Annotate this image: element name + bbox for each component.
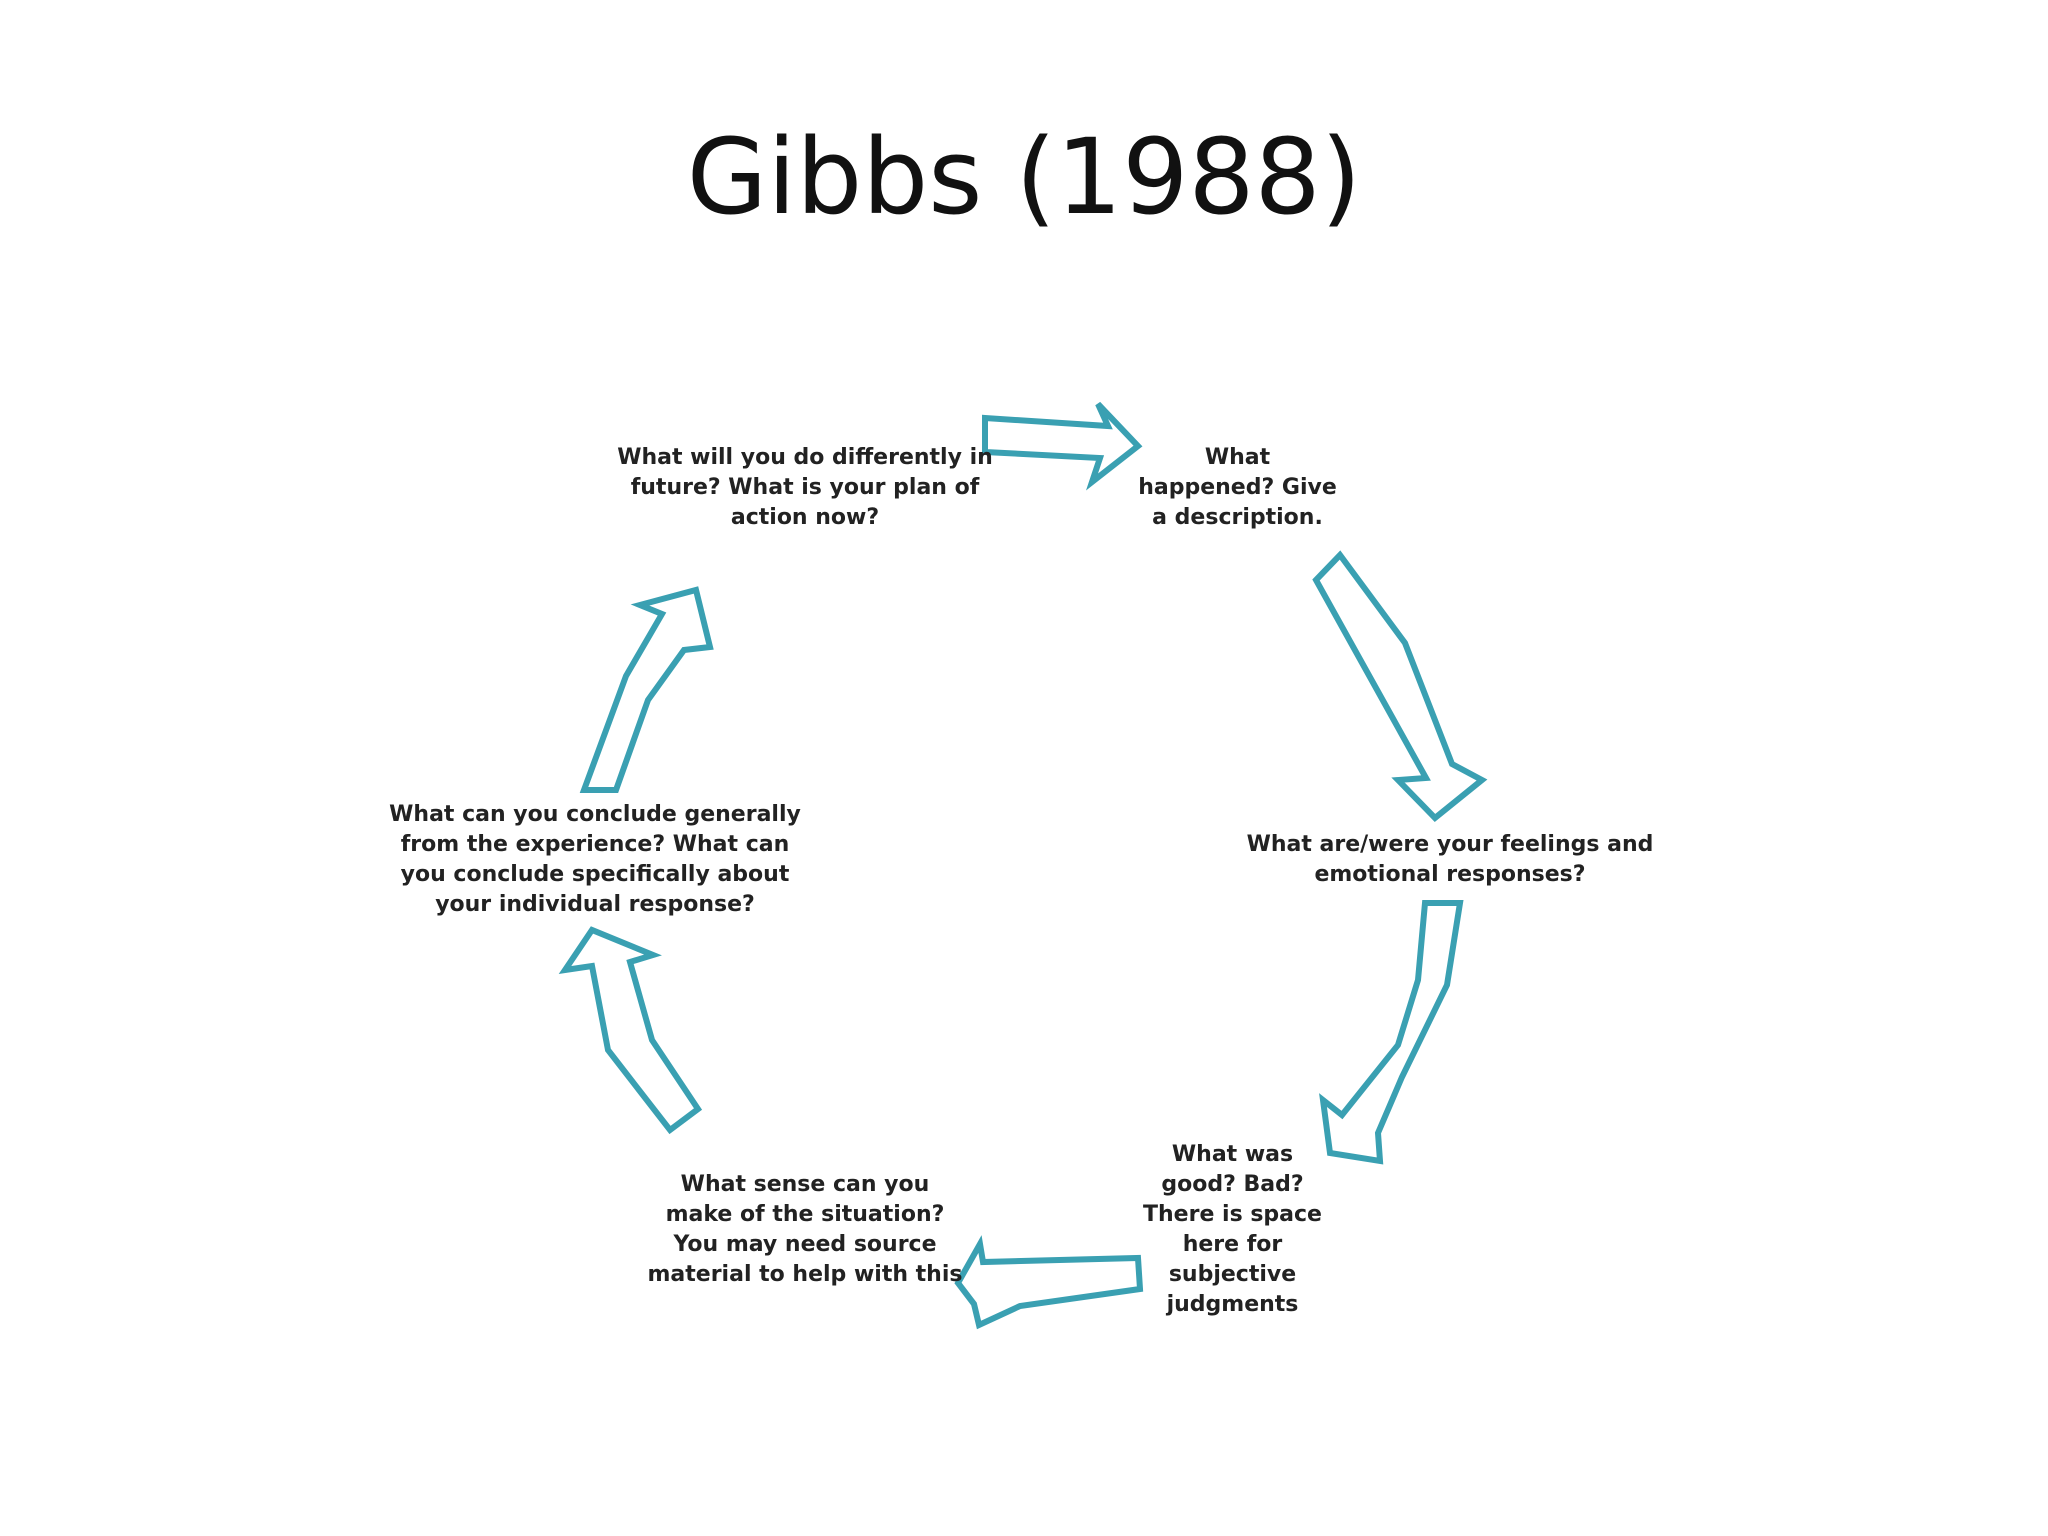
- arrow-description-to-feelings: [1312, 550, 1488, 823]
- arrow-evaluation-to-analysis: [954, 1235, 1144, 1330]
- arrow-action-to-description: [982, 401, 1143, 491]
- stage-analysis: What sense can you make of the situation…: [647, 1172, 963, 1287]
- stage-feelings: What are/were your feelings and emotiona…: [1246, 832, 1654, 887]
- arrow-conclusion-to-action: [579, 586, 714, 793]
- stage-evaluation: What was good? Bad? There is space here …: [1143, 1142, 1322, 1317]
- stage-conclusion: What can you conclude generally from the…: [389, 802, 801, 917]
- stage-action-plan: What will you do differently in future? …: [617, 445, 993, 530]
- slide-title: Gibbs (1988): [686, 116, 1362, 238]
- arrow-analysis-to-conclusion: [558, 926, 703, 1135]
- stage-description: What happened? Give a description.: [1138, 445, 1337, 530]
- arrow-feelings-to-evaluation: [1319, 900, 1464, 1165]
